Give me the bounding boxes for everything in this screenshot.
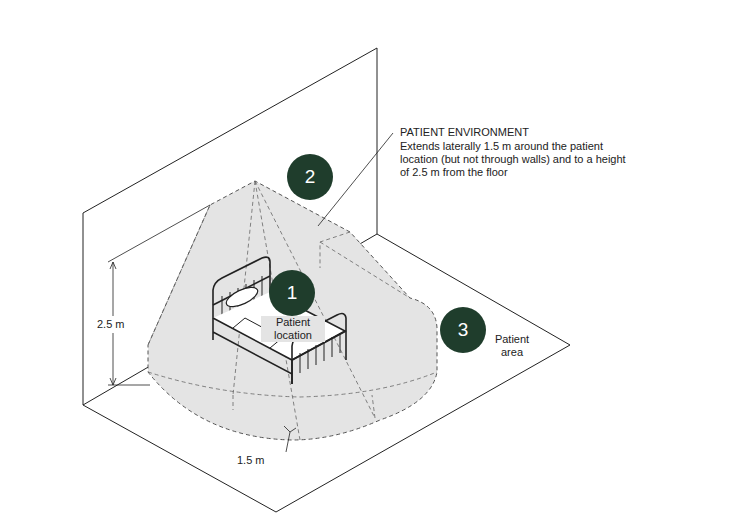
callout-number: 2 [305, 166, 316, 188]
note-body: Extends laterally 1.5 m around the patie… [400, 140, 636, 179]
bed [213, 257, 346, 384]
room-outline [83, 48, 570, 512]
dimension-label: 1.5 m [237, 454, 265, 467]
pillow [224, 283, 261, 310]
dimension-label: 2.5 m [97, 318, 125, 331]
callout-number: 3 [458, 319, 469, 341]
callout-circle: 2 [287, 154, 333, 200]
callout-circle: 3 [440, 307, 486, 353]
zone-label: Patient area [484, 333, 540, 359]
callout-circle: 1 [269, 270, 315, 316]
patient-environment-zone [148, 181, 437, 440]
zone-edges [148, 181, 437, 440]
note-heading: PATIENT ENVIRONMENT [400, 126, 640, 139]
label-patch [95, 316, 133, 333]
callout-number: 1 [287, 282, 298, 304]
dimension-lines [108, 133, 393, 452]
zone-label: Patient location [261, 316, 325, 342]
